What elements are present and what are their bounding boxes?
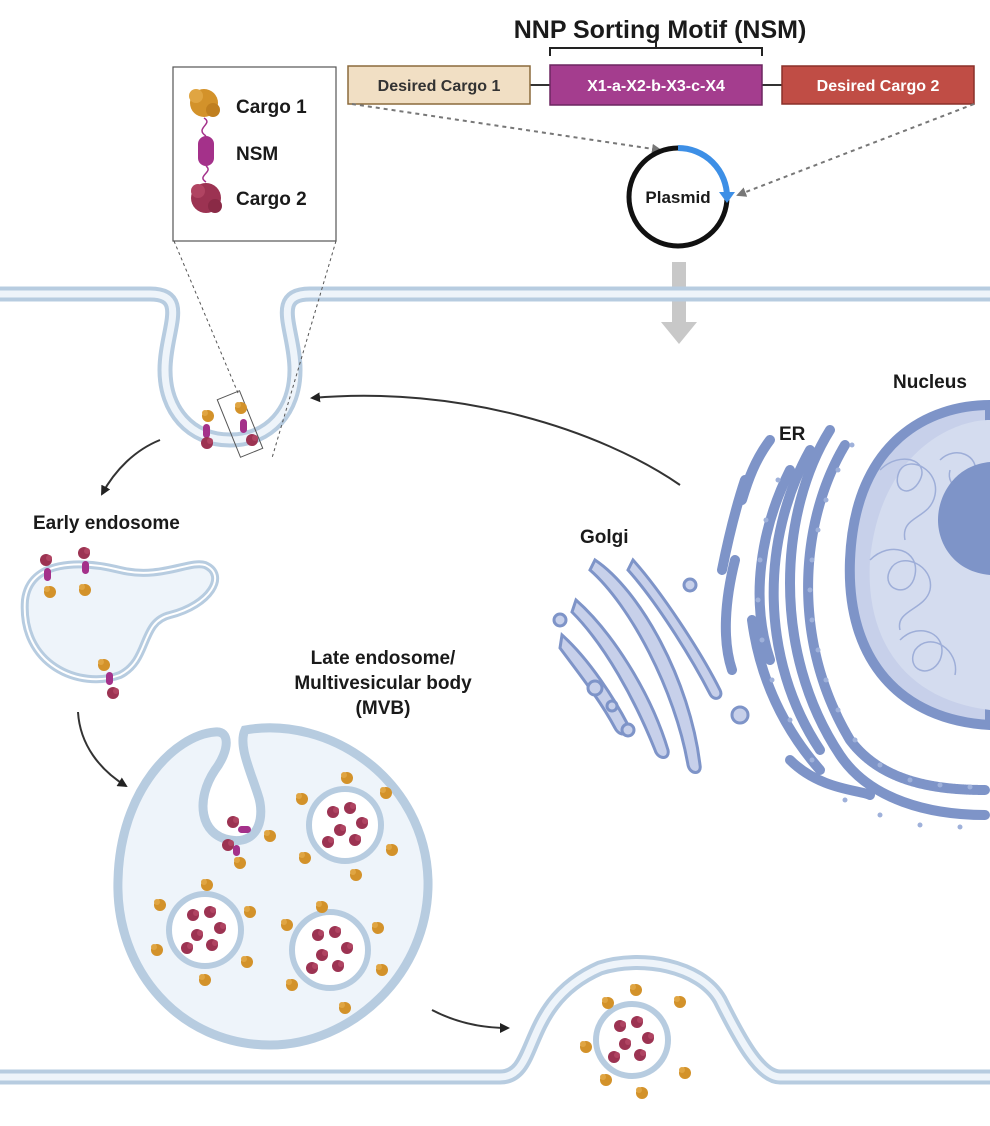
intraluminal-vesicle-3 bbox=[281, 901, 388, 1014]
legend-label-nsm: NSM bbox=[236, 144, 278, 165]
secretion-arrow bbox=[310, 392, 681, 486]
late-endosome-label-3: (MVB) bbox=[356, 698, 411, 719]
motif-box bbox=[549, 64, 763, 106]
desired-cargo-2-box bbox=[781, 65, 975, 105]
construct-diagram: Desired Cargo 1 X1-a-X2-b-X3-c-X4 Desire… bbox=[347, 64, 975, 106]
golgi-label: Golgi bbox=[580, 527, 629, 548]
plasmid: Plasmid bbox=[626, 145, 735, 249]
nucleolus bbox=[938, 462, 990, 575]
legend-label-cargo2: Cargo 2 bbox=[236, 189, 307, 210]
zoom-line-right bbox=[271, 240, 337, 459]
motif-label: X1-a-X2-b-X3-c-X4 bbox=[587, 78, 725, 95]
desired-cargo-2-label: Desired Cargo 2 bbox=[817, 78, 940, 95]
early-endosome-label: Early endosome bbox=[33, 513, 180, 534]
invagination-cargo bbox=[201, 402, 258, 449]
desired-cargo-1-label: Desired Cargo 1 bbox=[378, 78, 501, 95]
early-endosome bbox=[20, 547, 220, 699]
plasmid-label: Plasmid bbox=[645, 188, 710, 207]
intraluminal-vesicle-1 bbox=[296, 772, 398, 881]
motif-bracket bbox=[549, 40, 763, 56]
cargo2-icon bbox=[191, 183, 222, 213]
figure-title: NNP Sorting Motif (NSM) bbox=[514, 16, 807, 44]
zoom-line-left bbox=[173, 240, 239, 394]
intraluminal-vesicle-2 bbox=[151, 879, 256, 986]
exocytosis-arrow bbox=[431, 1009, 510, 1033]
nsm-icon bbox=[198, 136, 214, 166]
exosome bbox=[580, 984, 691, 1099]
endoplasmic-reticulum bbox=[717, 425, 990, 820]
zoom-rectangle bbox=[216, 390, 264, 458]
maturation-arrow bbox=[77, 711, 128, 788]
multivesicular-body bbox=[113, 723, 433, 1050]
nucleus-label: Nucleus bbox=[893, 372, 967, 393]
cargo2-to-plasmid-arrow bbox=[736, 103, 975, 197]
transfection-arrow bbox=[661, 262, 697, 344]
cargo1-to-plasmid-arrow bbox=[351, 103, 662, 154]
endocytosis-arrow bbox=[101, 439, 161, 496]
cargo1-icon bbox=[189, 89, 220, 117]
legend: Cargo 1 NSM Cargo 2 bbox=[172, 66, 337, 242]
legend-label-cargo1: Cargo 1 bbox=[236, 97, 307, 118]
late-endosome-label-2: Multivesicular body bbox=[294, 673, 472, 694]
er-label: ER bbox=[779, 424, 806, 445]
er-ribosomes bbox=[755, 442, 973, 830]
cell-membrane bbox=[0, 286, 990, 1085]
late-endosome-label-1: Late endosome/ bbox=[311, 648, 456, 669]
nucleus bbox=[844, 399, 990, 731]
golgi-apparatus bbox=[552, 557, 750, 774]
desired-cargo-1-box bbox=[347, 65, 531, 105]
